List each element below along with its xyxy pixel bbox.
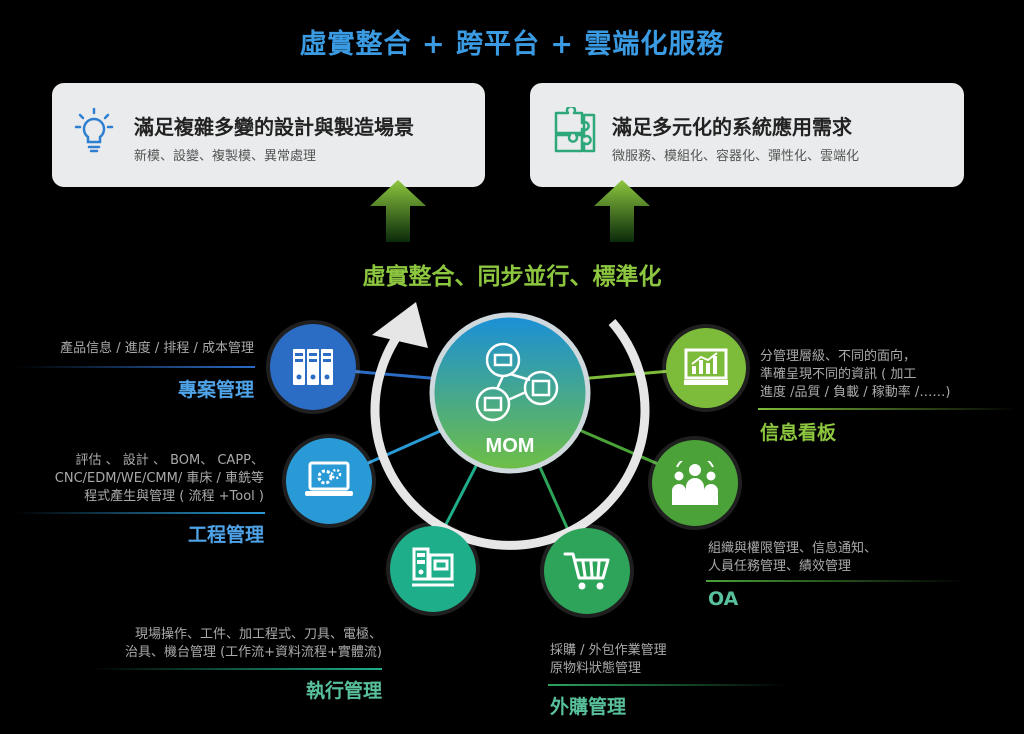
card-title: 滿足多元化的系統應用需求 [612, 115, 852, 139]
engineering-node[interactable] [286, 438, 372, 524]
purchase-desc: 採購 / 外包作業管理 原物料狀態管理 [550, 643, 667, 676]
dashboard-desc: 分管理層級、不同的面向， 準確呈現不同的資訊 ( 加工 進度 /品質 / 負載 … [760, 349, 951, 400]
engineering-title: 工程管理 [187, 524, 264, 546]
engineering-desc: 評估 、 設計 、 BOM、 CAPP、 CNC/EDM/WE/CMM/ 車床 … [54, 453, 264, 504]
puzzle-icon [554, 107, 596, 153]
mom-hub [429, 312, 591, 474]
machine-icon [412, 547, 454, 587]
card-title: 滿足複雜多變的設計與製造場景 [134, 115, 414, 139]
dashboard-title: 信息看板 [760, 422, 837, 444]
page-title: 虛實整合 + 跨平台 + 雲端化服務 [299, 29, 725, 60]
up-arrow-icon [370, 180, 426, 242]
oa-node[interactable] [652, 440, 738, 526]
dashboard-node[interactable] [666, 328, 746, 408]
people-icon [672, 461, 718, 505]
engineering-rule [15, 512, 265, 514]
chart-screen-icon [684, 348, 728, 385]
design-scenario-card: 滿足複雜多變的設計與製造場景 新模、設變、複製模、異常處理 [52, 83, 485, 187]
cycle-arrow [370, 319, 650, 550]
project-desc: 產品信息 / 進度 / 排程 / 成本管理 [60, 341, 254, 356]
cycle-arrow-head [372, 302, 428, 348]
system-needs-card: 滿足多元化的系統應用需求 微服務、模組化、容器化、彈性化、雲端化 [530, 83, 964, 187]
execution-node[interactable] [390, 526, 476, 612]
execution-desc: 現場操作、工件、加工程式、刀具、電極、 治具、機台管理 (工作流+資料流程+實體… [124, 627, 382, 660]
execution-rule [90, 668, 382, 670]
project-title: 專案管理 [177, 379, 254, 401]
binder-icon [293, 349, 333, 385]
purchase-rule [548, 684, 788, 686]
card-subtitle: 微服務、模組化、容器化、彈性化、雲端化 [612, 149, 860, 164]
dashboard-rule [758, 408, 1018, 410]
diagram-subtitle: 虛實整合、同步並行、標準化 [362, 264, 662, 290]
card-subtitle: 新模、設變、複製模、異常處理 [134, 149, 317, 164]
project-node[interactable] [270, 324, 356, 410]
oa-title: OA [708, 588, 739, 610]
execution-title: 執行管理 [305, 680, 382, 702]
cart-icon [563, 552, 610, 590]
purchase-title: 外購管理 [550, 696, 627, 718]
hub-label: MOM [486, 435, 535, 457]
up-arrow-icon [594, 180, 650, 242]
oa-rule [706, 580, 966, 582]
laptop-gears-icon [305, 461, 353, 496]
purchase-node[interactable] [544, 528, 630, 614]
lightbulb-icon [74, 107, 114, 153]
project-rule [15, 366, 255, 368]
oa-desc: 組織與權限管理、信息通知、 人員任務管理、績效管理 [708, 541, 878, 574]
